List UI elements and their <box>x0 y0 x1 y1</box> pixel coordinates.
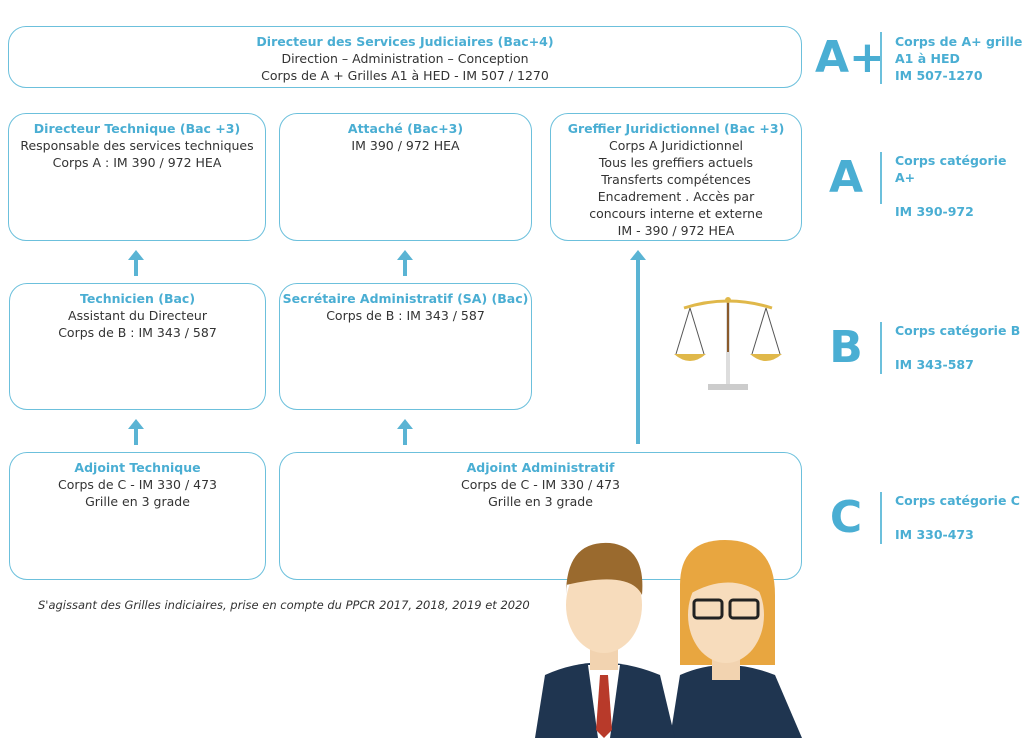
category-letter: A+ <box>815 32 886 83</box>
divider <box>880 152 882 204</box>
box-line: Corps de A + Grilles A1 à HED - IM 507 /… <box>261 68 549 83</box>
box-line: IM - 390 / 972 HEA <box>617 223 735 238</box>
box-greffier-juridictionnel: Greffier Juridictionnel (Bac +3) Corps A… <box>550 113 802 241</box>
box-title: Directeur Technique (Bac +3) <box>33 121 241 136</box>
box-line: Encadrement . Accès par <box>597 189 755 204</box>
box-line: Grille en 3 grade <box>85 494 190 509</box>
category-line: Corps catégorie C <box>895 493 1020 508</box>
divider <box>880 492 882 544</box>
box-line: concours interne et externe <box>589 206 763 221</box>
arrow-up-icon <box>630 250 646 444</box>
box-title: Technicien (Bac) <box>79 291 196 306</box>
box-technicien: Technicien (Bac) Assistant du Directeur … <box>9 283 266 410</box>
box-title: Attaché (Bac+3) <box>347 121 464 136</box>
box-line: IM 390 / 972 HEA <box>351 138 460 153</box>
box-line: Grille en 3 grade <box>488 494 593 509</box>
box-title: Secrétaire Administratif (SA) (Bac) <box>282 291 529 306</box>
category-line: Corps de A+ grille <box>895 34 1023 49</box>
category-description: Corps de A+ grille A1 à HED IM 507-1270 <box>895 33 1022 84</box>
category-line: IM 330-473 <box>895 527 974 542</box>
category-description: Corps catégorie A+ IM 390-972 <box>895 152 1024 220</box>
category-description: Corps catégorie B IM 343-587 <box>895 322 1020 373</box>
box-line: Tous les greffiers actuels <box>598 155 754 170</box>
box-title: Greffier Juridictionnel (Bac +3) <box>567 121 785 136</box>
box-line: Corps A Juridictionnel <box>609 138 743 153</box>
box-attache: Attaché (Bac+3) IM 390 / 972 HEA <box>279 113 532 241</box>
box-title: Directeur des Services Judiciaires (Bac+… <box>256 34 554 49</box>
category-line: IM 390-972 <box>895 204 974 219</box>
box-adjoint-technique: Adjoint Technique Corps de C - IM 330 / … <box>9 452 266 580</box>
category-line: Corps catégorie A+ <box>895 153 1007 185</box>
category-line: Corps catégorie B <box>895 323 1021 338</box>
box-line: Corps de C - IM 330 / 473 <box>460 477 621 492</box>
category-letter: A <box>828 152 864 203</box>
box-line: Corps de B : IM 343 / 587 <box>326 308 485 323</box>
category-description: Corps catégorie C IM 330-473 <box>895 492 1020 543</box>
box-directeur-technique: Directeur Technique (Bac +3) Responsable… <box>8 113 266 241</box>
scales-of-justice-icon <box>674 297 782 390</box>
category-line: IM 343-587 <box>895 357 974 372</box>
category-line: A1 à HED <box>895 51 960 66</box>
box-line: Assistant du Directeur <box>68 308 207 323</box>
category-letter: C <box>829 492 863 543</box>
footnote: S'agissant des Grilles indiciaires, pris… <box>38 598 530 612</box>
arrow-up-icon <box>128 419 144 445</box>
box-directeur-services-judiciaires: Directeur des Services Judiciaires (Bac+… <box>8 26 802 88</box>
box-line: Transferts compétences <box>601 172 751 187</box>
arrow-up-icon <box>397 419 413 445</box>
arrow-up-icon <box>128 250 144 276</box>
arrow-up-icon <box>397 250 413 276</box>
box-line: Corps de B : IM 343 / 587 <box>58 325 217 340</box>
box-line: Direction – Administration – Conception <box>281 51 529 66</box>
category-letter: B <box>829 322 863 373</box>
box-title: Adjoint Administratif <box>466 460 615 475</box>
divider <box>880 322 882 374</box>
category-line: IM 507-1270 <box>895 68 983 83</box>
box-line: Corps A : IM 390 / 972 HEA <box>52 155 222 170</box>
box-line: Corps de C - IM 330 / 473 <box>57 477 218 492</box>
box-adjoint-administratif: Adjoint Administratif Corps de C - IM 33… <box>279 452 802 580</box>
box-secretaire-administratif: Secrétaire Administratif (SA) (Bac) Corp… <box>279 283 532 410</box>
box-title: Adjoint Technique <box>74 460 201 475</box>
divider <box>880 32 882 84</box>
people-illustration <box>535 540 802 738</box>
box-line: Responsable des services techniques <box>20 138 254 153</box>
